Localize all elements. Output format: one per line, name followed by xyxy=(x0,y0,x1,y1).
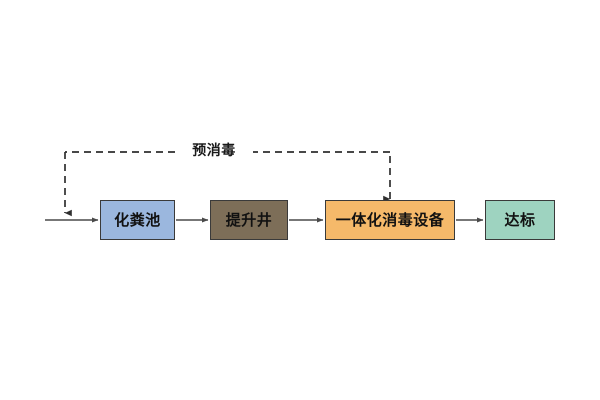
process-box-disinfection-equipment[interactable]: 一体化消毒设备 xyxy=(325,200,455,240)
feedback-loop-label-text: 预消毒 xyxy=(192,142,236,158)
process-box-lift-well-label: 提升井 xyxy=(225,211,273,229)
process-box-disinfection-equipment-label: 一体化消毒设备 xyxy=(335,211,445,229)
process-box-septic-tank[interactable]: 化粪池 xyxy=(100,200,175,240)
process-box-septic-tank-label: 化粪池 xyxy=(114,211,161,229)
process-box-compliance[interactable]: 达标 xyxy=(485,200,555,240)
process-box-compliance-label: 达标 xyxy=(504,211,536,229)
feedback-loop-label: 预消毒 xyxy=(176,139,252,161)
process-box-lift-well[interactable]: 提升井 xyxy=(210,200,288,240)
